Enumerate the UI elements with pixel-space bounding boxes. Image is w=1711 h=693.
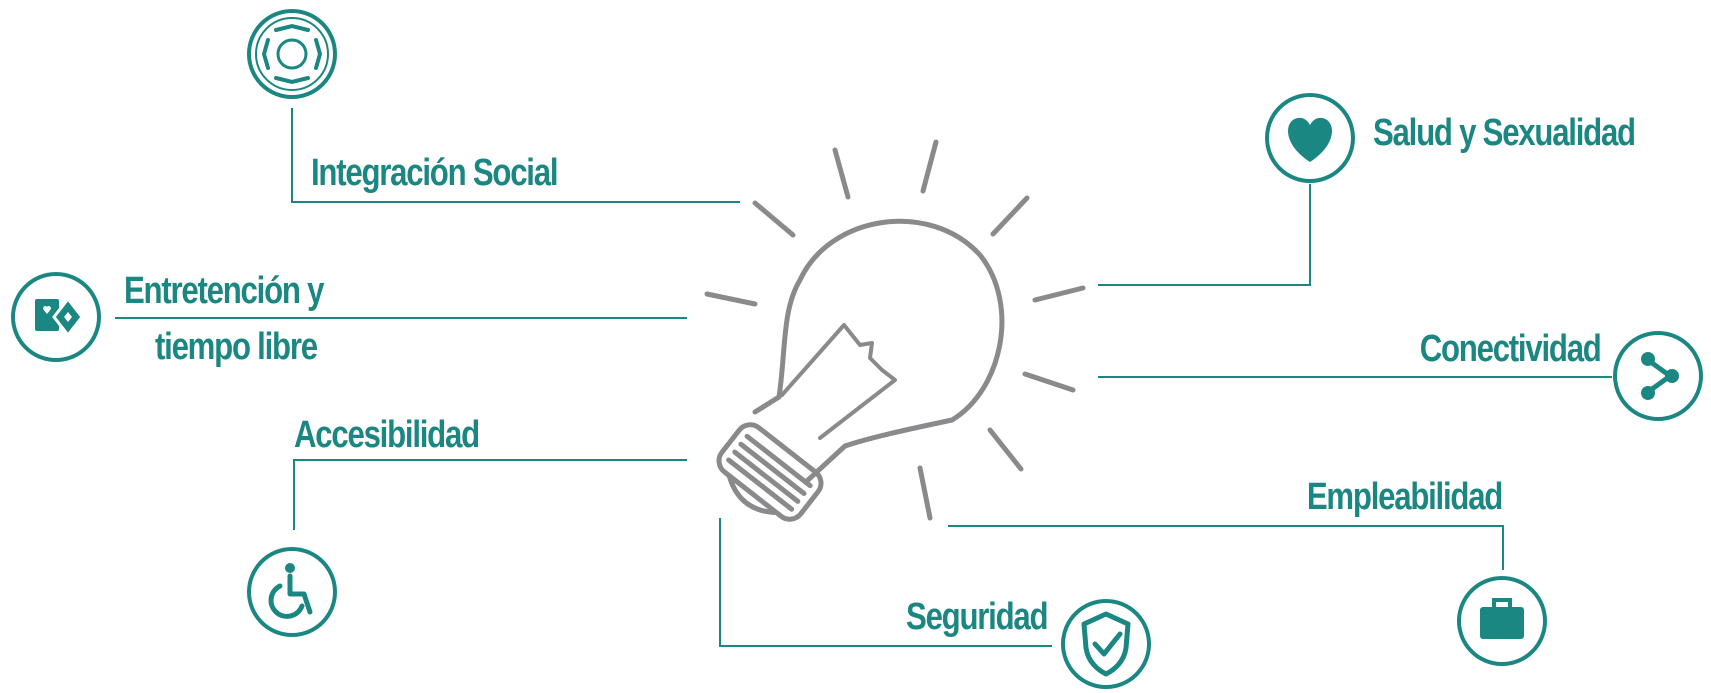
label-salud: Salud y Sexualidad: [1373, 112, 1636, 154]
briefcase-icon: [1457, 576, 1547, 666]
label-conectividad: Conectividad: [1420, 328, 1602, 370]
node-empleabilidad: [1456, 575, 1548, 667]
lightbulb-icon: [704, 139, 1086, 522]
label-empleabilidad: Empleabilidad: [1306, 476, 1503, 518]
playing-cards-icon: [11, 272, 101, 362]
connector-integracion: [291, 108, 740, 203]
wheelchair-icon: [247, 547, 337, 637]
node-salud: [1264, 92, 1356, 184]
light-rays: [704, 139, 1086, 521]
connector-empleabilidad: [948, 525, 1504, 570]
connector-lines: [115, 108, 1612, 647]
shield-check-icon: [1061, 599, 1151, 689]
connector-accesibilidad: [293, 459, 687, 530]
node-seguridad: [1060, 598, 1152, 690]
label-seguridad: Seguridad: [905, 596, 1049, 638]
node-conectividad: [1612, 330, 1704, 422]
bulb-glass: [776, 218, 1005, 449]
share-icon: [1613, 331, 1703, 421]
label-accesibilidad: Accesibilidad: [294, 414, 480, 456]
node-entretencion: [10, 271, 102, 363]
node-accesibilidad: [246, 546, 338, 638]
bulb-base: [716, 422, 824, 522]
label-entretencion-line2: tiempo libre: [155, 326, 318, 368]
connector-salud: [1098, 184, 1311, 286]
label-entretencion-line1: Entretención y: [124, 270, 324, 312]
node-integracion: [246, 8, 338, 100]
label-integracion: Integración Social: [311, 152, 558, 194]
hands-circle-icon: [247, 9, 337, 99]
bulb-neck: [752, 394, 848, 483]
bulb-filament: [780, 323, 897, 440]
connector-seguridad: [719, 518, 1052, 647]
heart-icon: [1265, 93, 1355, 183]
